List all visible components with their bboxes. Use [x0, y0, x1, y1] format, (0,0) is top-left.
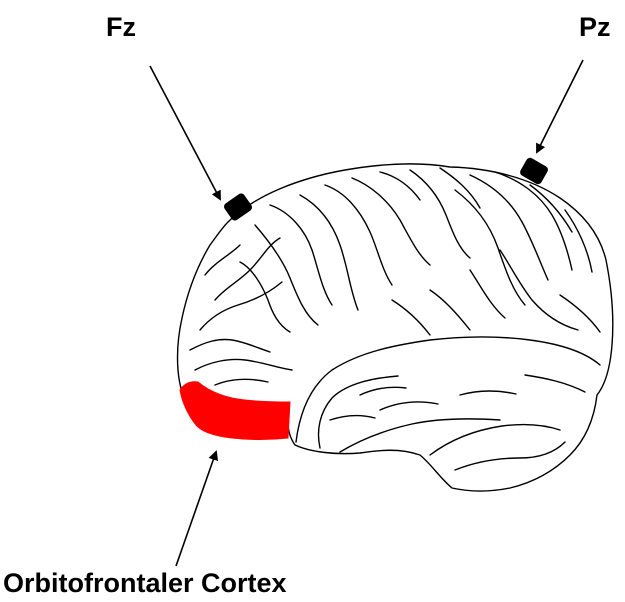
- electrode-pz-icon: [519, 156, 550, 185]
- arrow-to-orbitofrontal: [176, 452, 216, 566]
- electrode-fz-icon: [222, 192, 253, 222]
- sylvian-fissure: [296, 337, 600, 442]
- orbitofrontal-cortex-region: [180, 382, 290, 440]
- arrow-to-pz: [537, 60, 583, 152]
- arrow-to-fz: [150, 66, 220, 199]
